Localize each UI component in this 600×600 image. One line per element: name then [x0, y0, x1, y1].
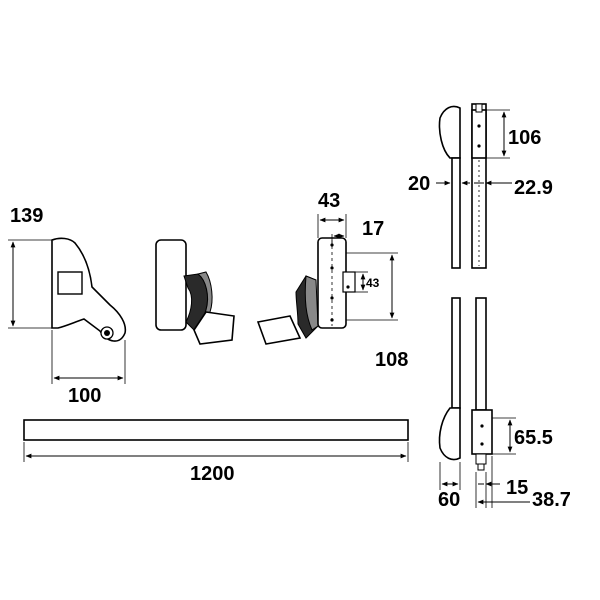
latch-slot	[342, 271, 356, 293]
dim-rod-bottom-height: 65.5	[514, 427, 553, 449]
dim-bottom-total: 38.7	[532, 489, 571, 511]
push-pad-housing	[155, 239, 187, 331]
dim-latch-offset: 17	[362, 218, 384, 240]
bottom-guide-cap	[438, 407, 461, 461]
bottom-rod-view: 65.5 60 15 38.7	[438, 297, 571, 511]
top-guide-cap	[438, 105, 461, 159]
top-rod-view: 106 20 22.9	[408, 103, 553, 269]
dim-bar-length: 1200	[190, 463, 235, 485]
latch-view: 43 17 43 108	[256, 190, 408, 371]
dim-end-cap-height: 139	[10, 205, 43, 227]
latch-lever-mid	[304, 275, 319, 331]
dim-rod-width: 22.9	[514, 177, 553, 199]
dim-end-cap-width: 100	[68, 385, 101, 407]
dim-bottom-width: 60	[438, 489, 460, 511]
bottom-left-rod	[451, 297, 461, 409]
latch-foot	[256, 315, 302, 345]
dim-rod-top-height: 106	[508, 127, 541, 149]
end-cap-view: 139 100	[8, 205, 127, 407]
dim-latch-inner: 43	[366, 276, 380, 290]
dim-rod-spacing-left: 20	[408, 173, 430, 195]
top-left-rod	[451, 157, 461, 269]
push-pad-foot	[193, 311, 235, 345]
dim-latch-height: 108	[375, 349, 408, 371]
end-cap-body	[51, 237, 127, 342]
dim-bottom-small: 15	[506, 477, 528, 499]
push-bar	[23, 419, 409, 441]
top-bolt-block	[471, 109, 487, 159]
dim-latch-depth: 43	[318, 190, 340, 212]
push-pad-view	[155, 239, 235, 345]
end-cap-window	[57, 271, 83, 295]
bottom-right-rod	[475, 297, 487, 411]
bar-view: 1200	[23, 419, 409, 485]
bottom-bolt-block	[471, 409, 493, 455]
